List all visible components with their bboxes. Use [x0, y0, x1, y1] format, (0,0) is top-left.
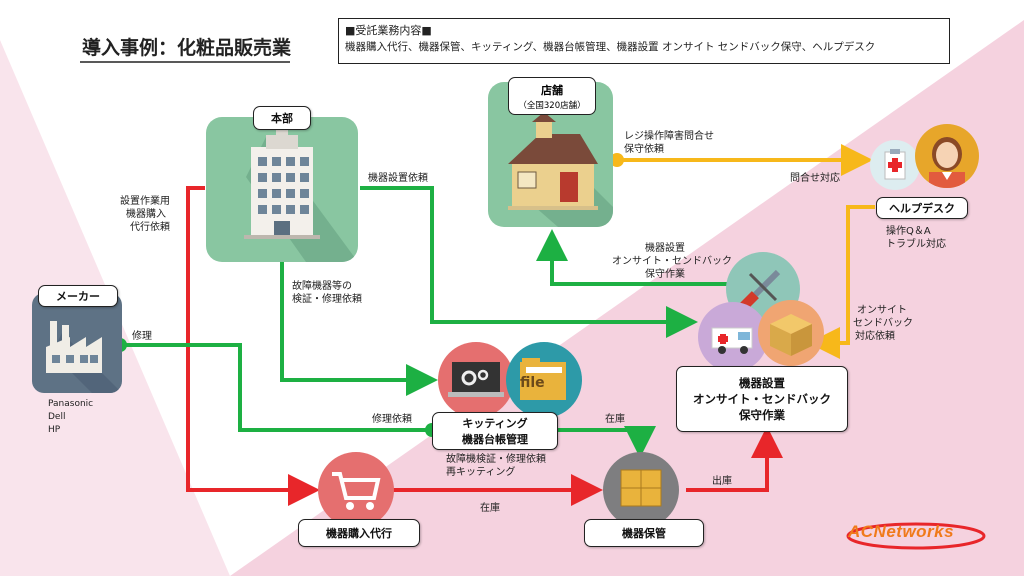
laptop-circle — [438, 342, 514, 418]
green-arrow-shuri — [120, 343, 432, 432]
kitting-line1: キッティング — [462, 417, 528, 430]
label-kosho-saikitting-1: 故障機検証・修理依頼 — [446, 454, 546, 465]
cardboard-box-icon — [770, 314, 812, 356]
maker-label: メーカー — [38, 285, 118, 307]
yellow-arrow-onsite — [808, 205, 875, 359]
setchi-line3: 保守作業 — [739, 408, 785, 422]
file-text: file — [520, 375, 545, 391]
label-reji-2: 保守依頼 — [624, 144, 664, 155]
folder-circle — [506, 342, 582, 418]
honbu-label: 本部 — [253, 106, 311, 130]
kounyu-label: 機器購入代行 — [298, 519, 420, 547]
tenpo-subtitle: （全国320店舗） — [518, 101, 586, 111]
maker-brand-3: HP — [48, 425, 61, 435]
label-toiawase: 問合せ対応 — [790, 173, 840, 184]
label-kosho-saikitting-2: 再キッティング — [446, 467, 516, 478]
label-reji-1: レジ操作障害問合せ — [624, 131, 714, 142]
label-kosho-kensho-2: 検証・修理依頼 — [292, 294, 362, 305]
acnetworks-logo: ACNetworks — [838, 512, 988, 552]
cart-circle — [318, 452, 394, 528]
green-arrow-kensho — [280, 262, 438, 396]
laptop-gear-icon — [448, 362, 504, 397]
ambulance-icon — [711, 327, 753, 354]
folder-icon — [520, 358, 566, 400]
setchi-line2: オンサイト・センドバック — [693, 392, 831, 406]
maker-brand-2: Dell — [48, 412, 66, 422]
label-sosa-qa-2: トラブル対応 — [886, 239, 946, 250]
shopping-cart-icon — [332, 472, 381, 510]
setchi-label: 機器設置 オンサイト・センドバック 保守作業 — [676, 366, 848, 432]
maker-tile — [32, 293, 122, 393]
label-kiki-setchi-irai: 機器設置依頼 — [368, 173, 428, 184]
label-setchi-request-1: 設置作業用 — [120, 196, 170, 207]
setchi-line1: 機器設置 — [739, 376, 785, 390]
label-onsite-work-3: 保守作業 — [645, 269, 685, 280]
factory-icon — [46, 321, 122, 393]
operator-circle — [915, 124, 979, 188]
logo-text: ACNetworks — [848, 522, 955, 541]
label-shuri: 修理 — [132, 331, 152, 342]
house-icon — [508, 112, 613, 227]
stacked-boxes-icon — [620, 469, 662, 507]
label-zaiko-bottom: 在庫 — [480, 503, 500, 514]
clipboard-circle — [870, 140, 920, 190]
logo-swoosh — [846, 522, 986, 550]
label-shuri-irai: 修理依頼 — [372, 414, 412, 425]
operator-person-icon — [929, 137, 965, 188]
storage-circle — [603, 452, 679, 528]
clipboard-icon — [884, 149, 906, 180]
tenpo-label: 店舗 （全国320店舗） — [508, 77, 596, 115]
label-onsite-irai-3: 対応依頼 — [855, 331, 895, 342]
page-title: 導入事例：化粧品販売業 — [82, 37, 292, 59]
services-heading: ■受託業務内容■ — [345, 24, 432, 37]
label-zaiko-right: 在庫 — [605, 414, 625, 425]
green-arrow-tenpo — [536, 229, 740, 286]
label-shukko: 出庫 — [712, 476, 732, 487]
label-setchi-request-3: 代行依頼 — [130, 222, 170, 233]
tenpo-title: 店舗 — [541, 84, 563, 97]
label-sosa-qa-1: 操作Q＆A — [886, 226, 931, 237]
office-building-icon — [244, 127, 358, 262]
label-onsite-irai-1: オンサイト — [857, 305, 907, 316]
label-onsite-work-2: オンサイト・センドバック — [612, 256, 732, 267]
maker-brand-1: Panasonic — [48, 399, 94, 409]
services-list: 機器購入代行、機器保管、キッティング、機器台帳管理、機器設置 オンサイト センド… — [345, 41, 876, 53]
label-kosho-kensho-1: 故障機器等の — [292, 281, 352, 292]
green-arrow-zaiko — [555, 426, 656, 458]
services-box: ■受託業務内容■ 機器購入代行、機器保管、キッティング、機器台帳管理、機器設置 … — [338, 18, 950, 64]
hokan-label: 機器保管 — [584, 519, 704, 547]
red-arrow-purchase — [186, 186, 320, 506]
label-setchi-request-2: 機器購入 — [126, 209, 166, 220]
label-onsite-irai-2: センドバック — [853, 318, 913, 329]
helpdesk-label: ヘルプデスク — [876, 197, 968, 219]
ambulance-circle — [698, 302, 768, 372]
kitting-label: キッティング 機器台帳管理 — [432, 412, 558, 450]
kitting-line2: 機器台帳管理 — [462, 433, 528, 446]
red-arrow-shukko — [686, 426, 783, 492]
box-circle — [758, 300, 824, 366]
green-arrow-setchi-irai — [360, 186, 698, 338]
label-onsite-work-1: 機器設置 — [645, 243, 685, 254]
honbu-tile — [206, 117, 358, 262]
